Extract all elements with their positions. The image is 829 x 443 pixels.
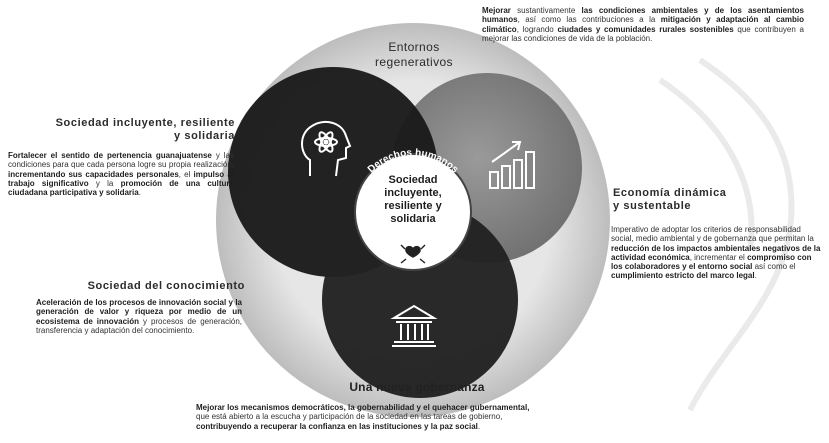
circle-label-line: regenerativos	[375, 55, 453, 69]
background-decoration	[658, 57, 795, 412]
text-span: Imperativo de adoptar los criterios de r…	[611, 225, 814, 244]
text-span: cumplimiento estricto del marco legal	[611, 271, 755, 281]
text-block-economia: Imperativo de adoptar los criterios de r…	[611, 225, 823, 281]
text-span: y las condiciones para que cada persona …	[8, 151, 235, 170]
text-span: .	[477, 421, 481, 431]
text-span: Aceleración de los procesos de innovació…	[36, 298, 242, 326]
heading-line: Sociedad incluyente, resiliente	[55, 117, 235, 129]
text-span: compromiso con los colaboradores y el en…	[611, 252, 812, 272]
center-disc	[354, 153, 472, 271]
text-span: y procesos de generación, transferencia …	[36, 316, 243, 335]
text-span: incrementando sus capacidades personales	[8, 169, 179, 179]
center-label-line: solidaria	[390, 213, 436, 225]
heading-line: Economía dinámica	[613, 187, 727, 199]
text-span: .	[138, 188, 141, 198]
text-block-sociedad-incluyente: Fortalecer el sentido de pertenencia gua…	[8, 151, 234, 197]
center-label-line: Sociedad	[388, 174, 438, 186]
heading-economia: Economía dinámica y sustentable	[613, 187, 813, 213]
text-span: y la	[88, 178, 121, 188]
circle-label-entornos: Entornos regenerativos	[355, 40, 473, 70]
heading-sociedad-incluyente: Sociedad incluyente, resiliente y solida…	[30, 117, 235, 143]
text-span: sustantivamente	[510, 6, 582, 15]
text-span: Mejorar los mecanismos democráticos, la …	[196, 403, 530, 412]
head-atom-icon	[301, 120, 352, 177]
text-span: , el	[178, 169, 194, 179]
center-label-line: incluyente,	[384, 187, 442, 199]
text-span: promoción de una cultura ciudadana parti…	[8, 178, 234, 198]
text-span: mitigación y adaptación al cambio climát…	[482, 15, 804, 34]
text-span: que contribuyen a mejorar las condicione…	[482, 24, 804, 43]
text-span: .	[754, 271, 757, 281]
text-block-gobernanza: Mejorar los mecanismos democráticos, la …	[196, 403, 636, 431]
text-block-sociedad-conocimiento: Aceleración de los procesos de innovació…	[36, 298, 242, 335]
text-span: , así como las contribuciones a la	[517, 15, 661, 25]
text-span: que está abierto a la escucha y particip…	[196, 412, 503, 422]
text-span: , incrementar el	[689, 252, 748, 262]
text-span: ciudades y comunidades rurales sostenibl…	[557, 24, 734, 34]
circle-label-line: Entornos	[388, 40, 440, 54]
growth-chart-icon	[489, 141, 535, 189]
text-span: las condiciones ambientales y de los ase…	[482, 6, 804, 25]
text-span: Fortalecer el sentido de pertenencia gua…	[8, 151, 212, 160]
center-label: Sociedad incluyente, resiliente y solida…	[357, 174, 469, 226]
text-span: , logrando	[516, 24, 558, 34]
center-label-line: resiliente y	[384, 200, 442, 212]
building-icon	[390, 304, 438, 347]
text-span: impulso al trabajo significativo	[8, 169, 234, 188]
text-span: Mejorar	[482, 6, 511, 15]
heading-sociedad-conocimiento: Sociedad del conocimiento	[87, 280, 245, 292]
circle-label-gobernanza: Una nueva gobernanza	[349, 380, 485, 394]
handshake-icon	[400, 244, 426, 264]
text-span: reducción de los impactos ambientales ne…	[611, 243, 821, 262]
text-block-entornos: Mejorar sustantivamente las condiciones …	[482, 6, 804, 43]
heading-line: y sustentable	[613, 200, 692, 212]
heading-line: y solidaria	[173, 130, 235, 142]
text-span: contribuyendo a recuperar la confianza e…	[196, 421, 478, 431]
text-span: así como el	[752, 262, 796, 272]
